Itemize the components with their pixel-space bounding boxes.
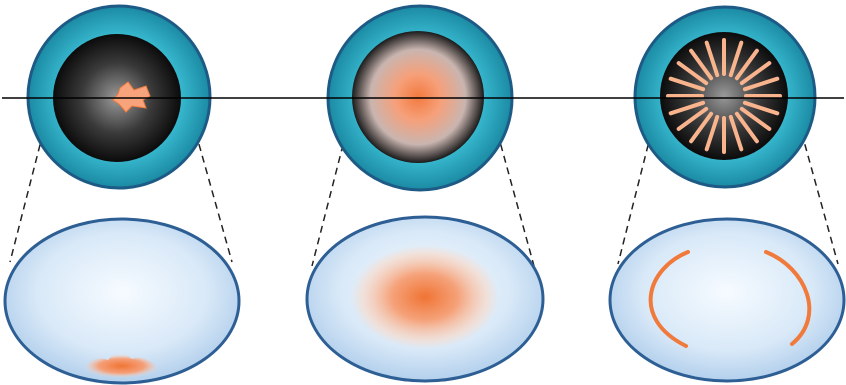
panel-1 xyxy=(3,4,241,385)
spoke-opacity xyxy=(728,114,744,152)
spoke-opacity xyxy=(739,61,772,86)
pupil xyxy=(660,32,788,160)
spoke-opacity xyxy=(728,40,744,78)
spoke-opacity xyxy=(739,106,772,131)
radial-spokes xyxy=(666,38,782,154)
spoke-opacity xyxy=(742,100,780,116)
spoke-opacity xyxy=(742,76,780,92)
irregular-opacity xyxy=(112,81,151,113)
spoke-opacity xyxy=(734,111,759,144)
spoke-opacity xyxy=(668,100,706,116)
pupil-diffuse xyxy=(352,31,484,163)
arc-opacity-right xyxy=(764,250,812,346)
posterior-opacity xyxy=(83,353,160,378)
spoke-opacity xyxy=(676,106,709,131)
arc-opacity-left xyxy=(648,250,690,348)
lens-cross-section xyxy=(608,217,846,383)
spoke-opacity xyxy=(704,40,720,78)
lens-cross-section xyxy=(3,217,241,385)
panel-2 xyxy=(305,4,545,383)
spoke-opacity xyxy=(734,48,759,81)
spoke-opacity xyxy=(704,114,720,152)
diffuse-opacity xyxy=(351,245,499,349)
spoke-opacity xyxy=(676,61,709,86)
panel-3 xyxy=(608,5,846,383)
spoke-opacity xyxy=(668,76,706,92)
spoke-opacity xyxy=(689,111,714,144)
spoke-opacity xyxy=(689,48,714,81)
